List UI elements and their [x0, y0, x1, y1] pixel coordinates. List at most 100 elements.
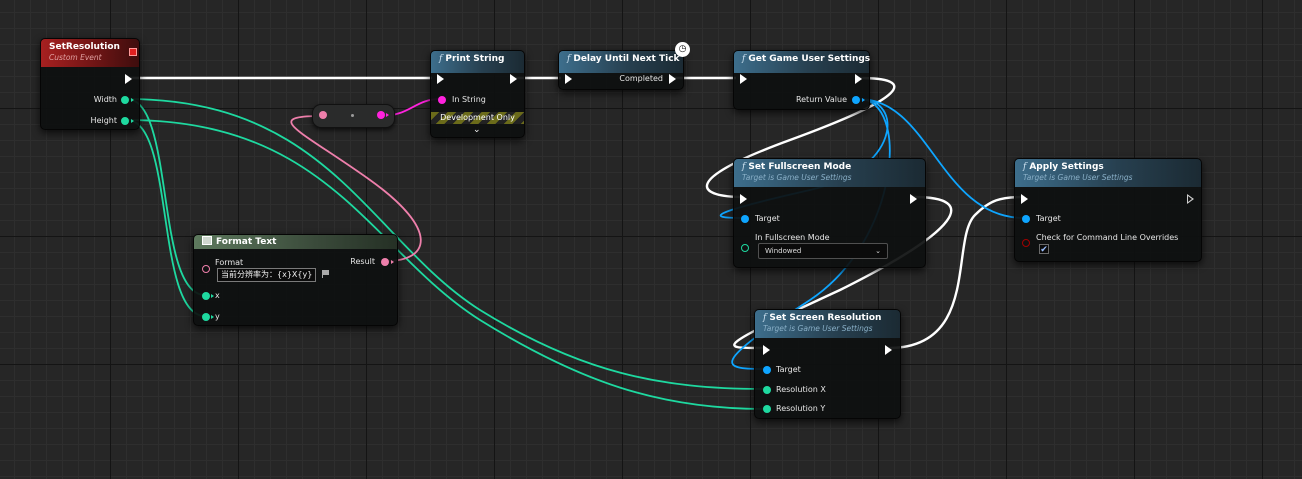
function-icon: f — [742, 162, 746, 172]
text-wire-result-to-reroute — [290, 115, 422, 262]
exec-out-pin[interactable] — [885, 345, 892, 355]
exec-out-pin[interactable] — [510, 74, 517, 84]
development-only-banner: Development Only — [431, 112, 524, 124]
target-in-pin[interactable] — [741, 215, 749, 223]
node-subtitle: Target is Game User Settings — [742, 173, 852, 182]
int-wire-width-to-resx — [126, 98, 765, 390]
pin-arrow-icon — [386, 113, 389, 117]
in-string-pin[interactable] — [438, 96, 446, 104]
node-title: Get Game User Settings — [748, 54, 871, 64]
event-delegate-pin[interactable] — [129, 48, 137, 56]
pin-label-target: Target — [755, 214, 780, 223]
pin-label-width: Width — [93, 95, 117, 104]
exec-in-pin[interactable] — [763, 345, 770, 355]
target-in-pin[interactable] — [763, 366, 771, 374]
format-text-input[interactable]: 当前分辨率为：{x}X{y} — [217, 268, 317, 282]
pin-label-resolution-y: Resolution Y — [776, 404, 826, 413]
completed-exec-out-pin[interactable] — [669, 74, 676, 84]
pin-arrow-icon — [131, 119, 134, 123]
node-header: SetResolution Custom Event — [41, 39, 139, 67]
exec-out-pin[interactable] — [125, 74, 132, 84]
pin-label-completed: Completed — [619, 74, 663, 83]
function-icon: f — [439, 54, 443, 64]
text-to-string-conversion-node[interactable] — [312, 104, 395, 128]
object-wire-to-apply-target — [858, 98, 1025, 219]
exec-out-pin[interactable] — [910, 194, 917, 204]
exec-out-pin[interactable] — [1187, 194, 1194, 204]
clock-icon: ◷ — [675, 42, 690, 57]
pin-label-target: Target — [1036, 214, 1061, 223]
width-out-pin[interactable] — [121, 96, 129, 104]
exec-wire-get-to-fullscreen — [706, 76, 896, 199]
text-node-icon — [202, 236, 212, 245]
node-header: Format Text — [194, 235, 397, 249]
int-wire-width-to-x — [126, 98, 206, 296]
node-subtitle: Custom Event — [49, 53, 102, 62]
target-in-pin[interactable] — [1022, 215, 1030, 223]
height-out-pin[interactable] — [121, 117, 129, 125]
node-title: Apply Settings — [1029, 162, 1104, 172]
check-overrides-checkbox[interactable]: ✔ — [1039, 244, 1049, 255]
resolution-x-in-pin[interactable] — [763, 386, 771, 394]
object-wire-to-screenres-target — [731, 98, 891, 370]
exec-in-pin[interactable] — [437, 74, 444, 84]
pin-arrow-icon — [211, 294, 214, 298]
function-icon: f — [567, 54, 571, 64]
x-in-pin[interactable] — [202, 292, 210, 300]
conversion-in-pin[interactable] — [319, 111, 327, 119]
function-icon: f — [1023, 162, 1027, 172]
node-title: Set Screen Resolution — [769, 313, 882, 323]
exec-in-pin[interactable] — [1021, 194, 1028, 204]
conversion-center-dot — [351, 114, 354, 117]
fullscreen-mode-dropdown[interactable]: Windowed ⌄ — [758, 243, 888, 259]
result-out-pin[interactable] — [381, 258, 389, 266]
node-subtitle: Target is Game User Settings — [1023, 173, 1133, 182]
check-overrides-in-pin[interactable] — [1022, 239, 1030, 247]
pin-label-x: x — [215, 291, 220, 300]
set-resolution-event-node[interactable]: SetResolution Custom Event Width Height — [40, 38, 140, 130]
node-title: SetResolution — [49, 42, 120, 52]
node-title: Format Text — [216, 237, 277, 247]
chevron-down-icon: ⌄ — [875, 247, 881, 255]
return-value-out-pin[interactable] — [852, 96, 860, 104]
node-title: Print String — [445, 54, 505, 64]
exec-out-pin[interactable] — [855, 74, 862, 84]
fullscreen-mode-in-pin[interactable] — [741, 244, 749, 252]
pin-arrow-icon — [131, 98, 134, 102]
conversion-out-pin[interactable] — [377, 111, 385, 119]
node-title: Set Fullscreen Mode — [748, 162, 852, 172]
pin-label-in-string: In String — [452, 95, 486, 104]
format-in-pin[interactable] — [202, 265, 210, 273]
pin-label-return-value: Return Value — [795, 95, 847, 104]
pin-label-target: Target — [776, 365, 801, 374]
pin-label-height: Height — [90, 116, 117, 125]
y-in-pin[interactable] — [202, 313, 210, 321]
resolution-y-in-pin[interactable] — [763, 405, 771, 413]
flag-icon[interactable] — [322, 270, 329, 278]
function-icon: f — [763, 313, 767, 323]
pin-arrow-icon — [211, 315, 214, 319]
exec-in-pin[interactable] — [565, 74, 572, 84]
pin-label-check-overrides: Check for Command Line Overrides — [1036, 233, 1179, 242]
dropdown-value: Windowed — [765, 247, 802, 255]
pin-label-y: y — [215, 312, 220, 321]
pin-label-result: Result — [350, 257, 375, 266]
exec-in-pin[interactable] — [740, 74, 747, 84]
pin-label-format: Format — [215, 258, 244, 267]
format-text-node[interactable]: Format Text Format 当前分辨率为：{x}X{y} Result… — [193, 234, 398, 326]
exec-in-pin[interactable] — [740, 194, 747, 204]
function-icon: f — [742, 54, 746, 64]
chevron-down-icon[interactable]: ⌄ — [473, 125, 481, 135]
pin-label-fullscreen-mode: In Fullscreen Mode — [755, 233, 830, 242]
